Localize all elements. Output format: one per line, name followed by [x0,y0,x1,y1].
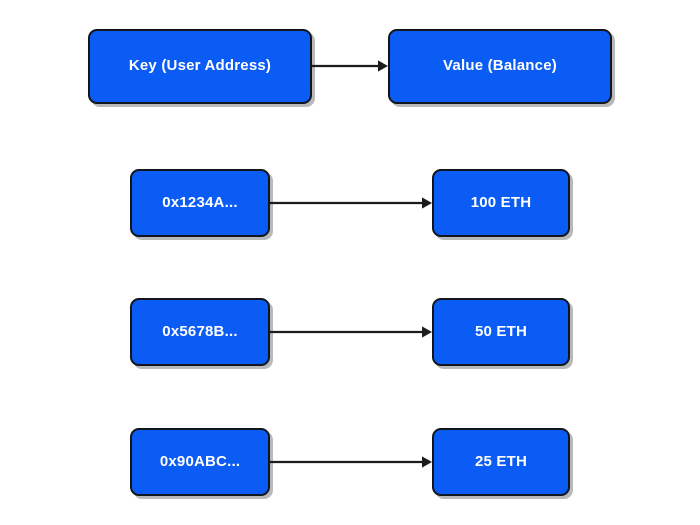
mapping-value-node[interactable]: 25 ETH [432,428,570,496]
mapping-key-node[interactable]: 0x90ABC... [130,428,270,496]
mapping-arrow [270,453,432,471]
header-key-node[interactable]: Key (User Address) [88,29,312,104]
header-value-node[interactable]: Value (Balance) [388,29,612,104]
mapping-key-node[interactable]: 0x1234A... [130,169,270,237]
header-arrow [312,57,388,75]
mapping-key-node[interactable]: 0x5678B... [130,298,270,366]
mapping-value-node[interactable]: 50 ETH [432,298,570,366]
mapping-value-node[interactable]: 100 ETH [432,169,570,237]
mapping-arrow [270,194,432,212]
mapping-arrow [270,323,432,341]
